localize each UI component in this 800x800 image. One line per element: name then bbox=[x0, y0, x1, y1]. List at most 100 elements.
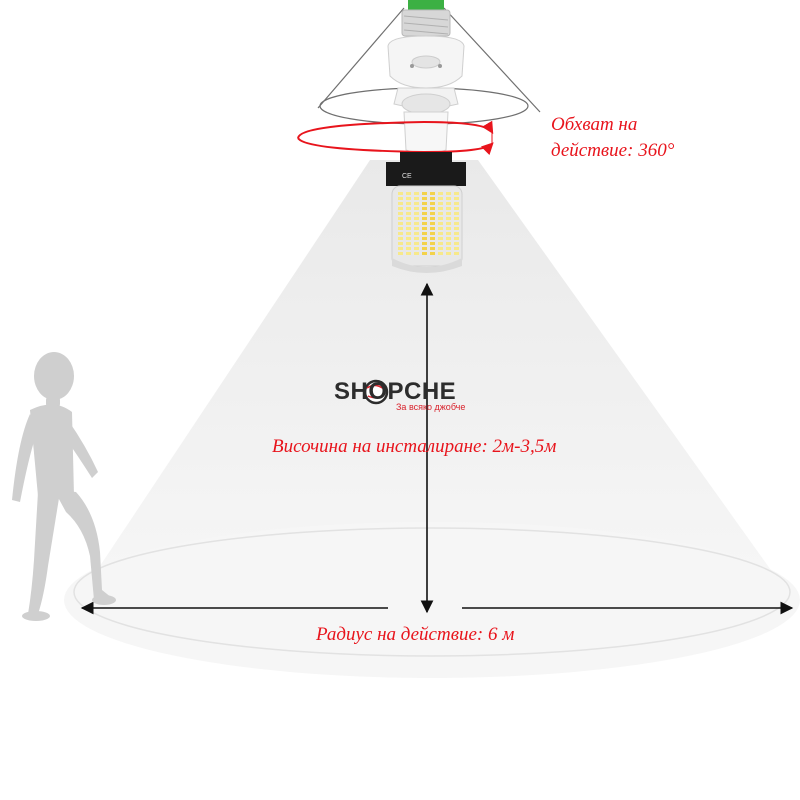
led-chip-array bbox=[398, 192, 459, 255]
led-chip bbox=[422, 222, 427, 225]
pir-sensor-icon bbox=[387, 35, 465, 155]
led-chip bbox=[446, 202, 451, 205]
led-chip bbox=[406, 192, 411, 195]
led-chip bbox=[430, 192, 435, 195]
led-chip bbox=[406, 237, 411, 240]
led-chip bbox=[398, 207, 403, 210]
led-chip bbox=[438, 197, 443, 200]
led-chip bbox=[454, 222, 459, 225]
socket-base bbox=[401, 0, 451, 37]
led-chip bbox=[414, 232, 419, 235]
led-chip bbox=[438, 227, 443, 230]
led-chip bbox=[422, 232, 427, 235]
led-chip bbox=[414, 237, 419, 240]
led-chip bbox=[406, 212, 411, 215]
detection-radius-label: Радиус на действие: 6 м bbox=[316, 624, 515, 645]
led-chip bbox=[446, 222, 451, 225]
led-chip bbox=[422, 227, 427, 230]
led-chip bbox=[430, 202, 435, 205]
led-chip bbox=[422, 252, 427, 255]
led-chip bbox=[446, 242, 451, 245]
led-chip bbox=[414, 227, 419, 230]
led-chip bbox=[406, 247, 411, 250]
led-chip bbox=[446, 252, 451, 255]
led-chip bbox=[438, 207, 443, 210]
led-chip bbox=[406, 197, 411, 200]
led-chip bbox=[398, 222, 403, 225]
led-chip bbox=[422, 192, 427, 195]
led-chip bbox=[398, 242, 403, 245]
led-chip bbox=[446, 247, 451, 250]
led-chip bbox=[406, 202, 411, 205]
led-chip bbox=[438, 237, 443, 240]
led-chip bbox=[438, 242, 443, 245]
led-chip bbox=[446, 192, 451, 195]
led-chip bbox=[414, 242, 419, 245]
led-chip bbox=[438, 192, 443, 195]
led-chip bbox=[454, 202, 459, 205]
led-chip bbox=[398, 252, 403, 255]
led-chip bbox=[438, 217, 443, 220]
ce-mark: CE bbox=[402, 173, 412, 180]
brand-tagline: За всяко джобче bbox=[396, 402, 466, 412]
led-chip bbox=[398, 227, 403, 230]
led-chip bbox=[430, 222, 435, 225]
led-chip bbox=[406, 207, 411, 210]
led-chip bbox=[454, 252, 459, 255]
led-chip bbox=[406, 252, 411, 255]
led-chip bbox=[430, 252, 435, 255]
led-chip bbox=[430, 197, 435, 200]
install-height-label: Височина на инсталиране: 2м-3,5м bbox=[272, 436, 557, 457]
rotation-range-label: Обхват на действие: 360° bbox=[551, 112, 674, 164]
led-chip bbox=[398, 247, 403, 250]
led-chip bbox=[446, 227, 451, 230]
led-chip bbox=[406, 222, 411, 225]
led-chip bbox=[398, 202, 403, 205]
led-chip bbox=[422, 207, 427, 210]
led-chip bbox=[454, 192, 459, 195]
led-chip bbox=[398, 192, 403, 195]
led-chip bbox=[422, 197, 427, 200]
led-chip bbox=[454, 212, 459, 215]
led-corn-bulb-icon: CE bbox=[386, 152, 466, 273]
led-chip bbox=[422, 237, 427, 240]
rotation-label-line1: Обхват на bbox=[551, 114, 638, 135]
led-chip bbox=[414, 192, 419, 195]
brand-watermark: SHOPCHE За всяко джобче bbox=[334, 378, 474, 418]
led-chip bbox=[438, 212, 443, 215]
brand-name: SHOPCHE bbox=[334, 378, 457, 405]
led-chip bbox=[422, 247, 427, 250]
led-chip bbox=[430, 242, 435, 245]
led-chip bbox=[422, 212, 427, 215]
led-chip bbox=[446, 232, 451, 235]
led-chip bbox=[398, 217, 403, 220]
led-chip bbox=[430, 237, 435, 240]
led-chip bbox=[414, 207, 419, 210]
led-chip bbox=[406, 232, 411, 235]
led-chip bbox=[414, 222, 419, 225]
led-chip bbox=[430, 247, 435, 250]
led-chip bbox=[454, 237, 459, 240]
led-chip bbox=[422, 217, 427, 220]
led-chip bbox=[406, 242, 411, 245]
led-chip bbox=[446, 237, 451, 240]
led-chip bbox=[438, 247, 443, 250]
led-chip bbox=[446, 207, 451, 210]
brand-globe-icon bbox=[363, 379, 389, 405]
led-chip bbox=[454, 197, 459, 200]
led-chip bbox=[446, 212, 451, 215]
led-chip bbox=[454, 207, 459, 210]
led-chip bbox=[398, 212, 403, 215]
led-chip bbox=[414, 212, 419, 215]
led-chip bbox=[438, 232, 443, 235]
led-chip bbox=[414, 202, 419, 205]
led-chip bbox=[454, 242, 459, 245]
led-chip bbox=[398, 237, 403, 240]
led-chip bbox=[398, 197, 403, 200]
led-chip bbox=[438, 202, 443, 205]
led-chip bbox=[430, 217, 435, 220]
person-walking-icon bbox=[12, 352, 116, 621]
led-chip bbox=[430, 232, 435, 235]
led-chip bbox=[454, 247, 459, 250]
